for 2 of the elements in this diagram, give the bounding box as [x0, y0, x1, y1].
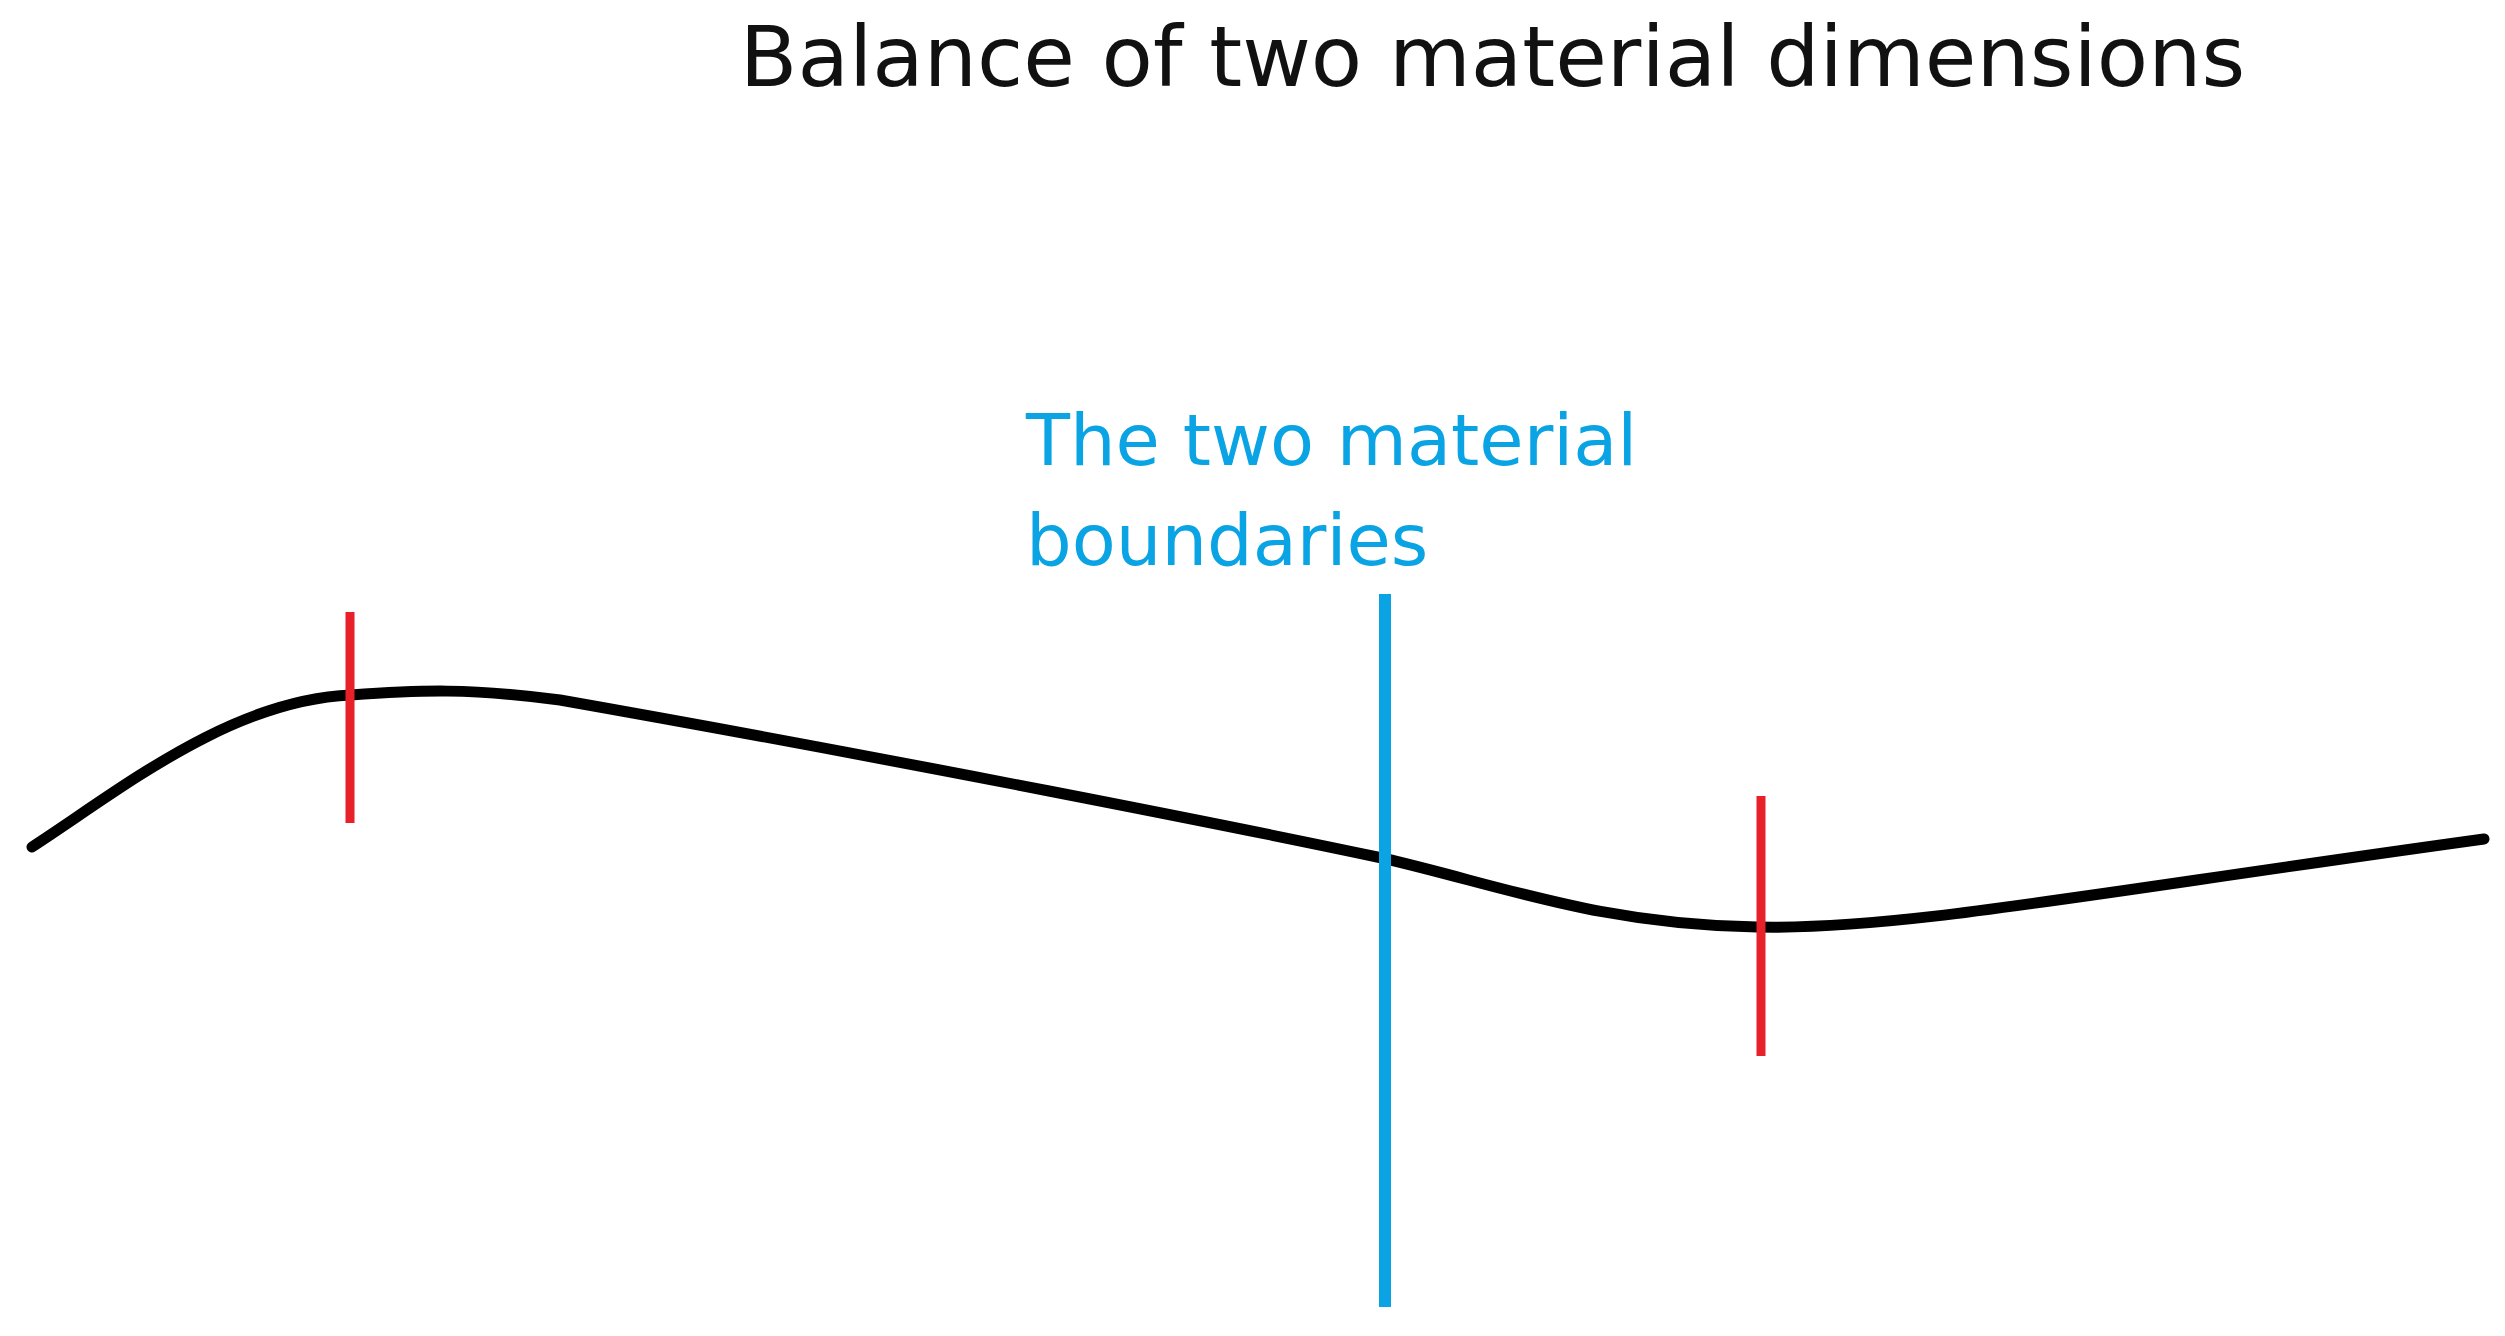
title: Balance of two material dimensions — [738, 8, 2247, 106]
boundary-label: The two material boundaries — [1026, 397, 1639, 584]
